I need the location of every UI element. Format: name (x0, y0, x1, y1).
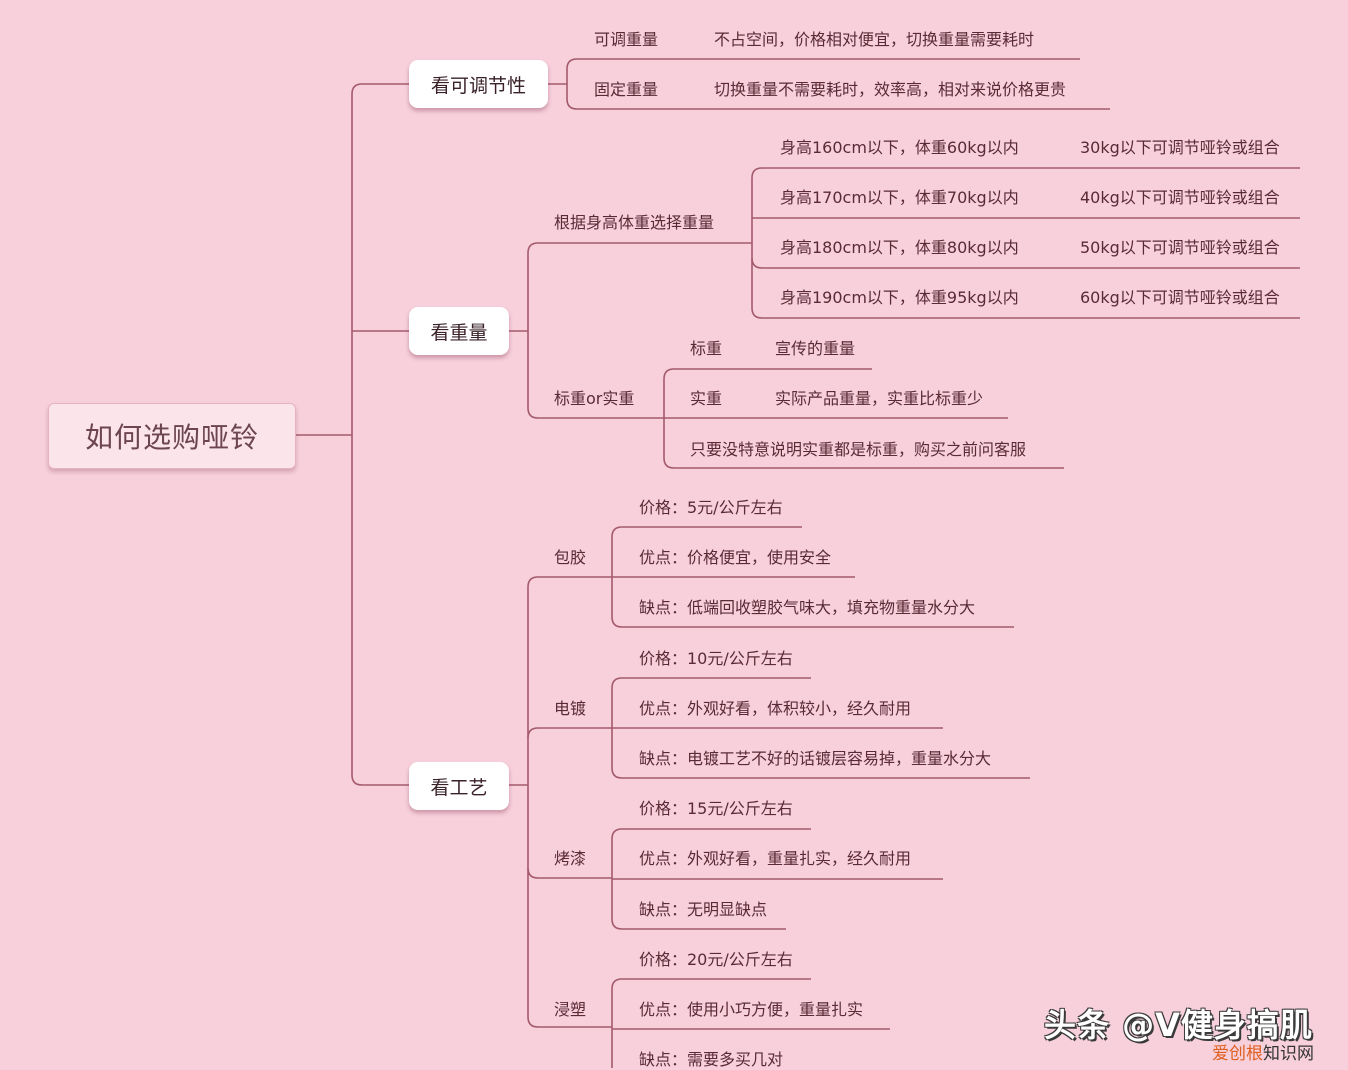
node-height-190-detail[interactable]: 60kg以下可调节哑铃或组合 (1080, 288, 1280, 307)
node-labeled-weight[interactable]: 标重 (690, 339, 723, 358)
node-height-190[interactable]: 身高190cm以下，体重95kg以内 (780, 288, 1019, 307)
node-actual-weight-detail[interactable]: 实际产品重量，实重比标重少 (775, 389, 984, 408)
watermark-site: 爱创根知识网 (1212, 1039, 1314, 1064)
node-dip-plastic-pros[interactable]: 优点：使用小巧方便，重量扎实 (639, 1000, 864, 1019)
node-baked-paint[interactable]: 烤漆 (554, 849, 587, 868)
node-electroplated-cons[interactable]: 缺点：电镀工艺不好的话镀层容易掉，重量水分大 (639, 749, 992, 768)
node-height-170-detail[interactable]: 40kg以下可调节哑铃或组合 (1080, 188, 1280, 207)
node-rubber-cons[interactable]: 缺点：低端回收塑胶气味大，填充物重量水分大 (639, 598, 976, 617)
node-baked-paint-price[interactable]: 价格：15元/公斤左右 (639, 799, 793, 818)
node-ask-service-note[interactable]: 只要没特意说明实重都是标重，购买之前问客服 (690, 440, 1027, 459)
node-dip-plastic-cons[interactable]: 缺点：需要多买几对 (639, 1050, 784, 1069)
node-labeled-weight-detail[interactable]: 宣传的重量 (775, 339, 856, 358)
node-electroplated-price[interactable]: 价格：10元/公斤左右 (639, 649, 793, 668)
watermark-site-a: 爱创根 (1212, 1044, 1263, 1064)
branch-weight[interactable]: 看重量 (409, 307, 509, 355)
node-baked-paint-pros[interactable]: 优点：外观好看，重量扎实，经久耐用 (639, 849, 912, 868)
node-electroplated-pros[interactable]: 优点：外观好看，体积较小，经久耐用 (639, 699, 912, 718)
node-height-160-detail[interactable]: 30kg以下可调节哑铃或组合 (1080, 138, 1280, 157)
watermark-site-b: 知识网 (1263, 1044, 1314, 1064)
node-height-170[interactable]: 身高170cm以下，体重70kg以内 (780, 188, 1019, 207)
node-adjustable-weight[interactable]: 可调重量 (594, 30, 659, 49)
branch-craft[interactable]: 看工艺 (409, 762, 509, 810)
node-adjustable-weight-detail[interactable]: 不占空间，价格相对便宜，切换重量需要耗时 (714, 30, 1035, 49)
node-rubber-pros[interactable]: 优点：价格便宜，使用安全 (639, 548, 832, 567)
branch-adjustability[interactable]: 看可调节性 (409, 60, 548, 108)
node-fixed-weight[interactable]: 固定重量 (594, 80, 659, 99)
node-actual-weight[interactable]: 实重 (690, 389, 723, 408)
node-baked-paint-cons[interactable]: 缺点：无明显缺点 (639, 900, 768, 919)
node-electroplated[interactable]: 电镀 (554, 699, 587, 718)
node-by-height-weight[interactable]: 根据身高体重选择重量 (554, 213, 715, 232)
node-rubber-coated[interactable]: 包胶 (554, 548, 587, 567)
node-fixed-weight-detail[interactable]: 切换重量不需要耗时，效率高，相对来说价格更贵 (714, 80, 1067, 99)
node-height-180-detail[interactable]: 50kg以下可调节哑铃或组合 (1080, 238, 1280, 257)
node-labeled-vs-actual[interactable]: 标重or实重 (554, 389, 635, 408)
watermark-author: 头条 @V健身搞肌 (1044, 1006, 1313, 1044)
node-height-160[interactable]: 身高160cm以下，体重60kg以内 (780, 138, 1019, 157)
root-node[interactable]: 如何选购哑铃 (48, 403, 296, 469)
node-rubber-price[interactable]: 价格：5元/公斤左右 (639, 498, 783, 517)
node-dip-plastic-price[interactable]: 价格：20元/公斤左右 (639, 950, 793, 969)
node-height-180[interactable]: 身高180cm以下，体重80kg以内 (780, 238, 1019, 257)
node-dip-plastic[interactable]: 浸塑 (554, 1000, 587, 1019)
